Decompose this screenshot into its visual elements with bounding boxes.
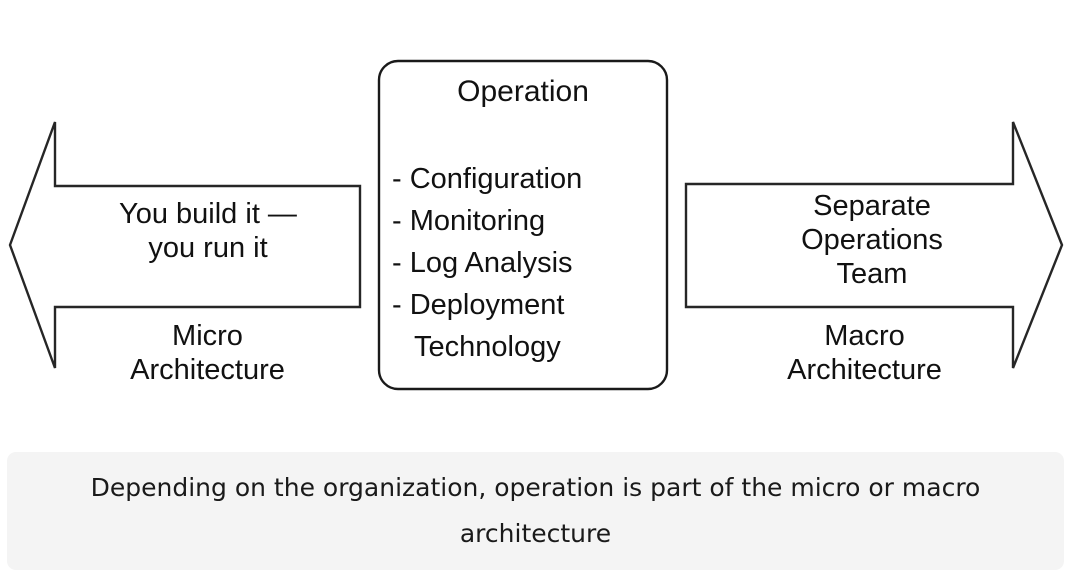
center-box-title: Operation	[457, 75, 589, 108]
caption-text: Depending on the organization, operation…	[90, 473, 981, 548]
list-item: - Monitoring	[392, 205, 546, 237]
left-arrow-caption-label: Micro Architecture	[130, 320, 285, 386]
list-item: - Configuration	[392, 163, 583, 195]
diagram-shapes	[8, 59, 1064, 391]
list-item-continuation: Technology	[414, 331, 561, 363]
list-item: - Deployment	[392, 289, 565, 321]
caption-panel: Depending on the organization, operation…	[7, 452, 1064, 570]
right-arrow-inner-label: Separate Operations Team	[801, 190, 943, 290]
right-arrow-shape	[684, 121, 1064, 369]
left-arrow-shape	[8, 121, 362, 369]
right-arrow-caption-label: Macro Architecture	[787, 320, 942, 386]
center-box-shape	[377, 59, 669, 391]
center-box-item-list: - Configuration - Monitoring - Log Analy…	[392, 158, 662, 368]
list-item: - Log Analysis	[392, 247, 573, 279]
left-arrow-inner-label: You build it — you run it	[119, 198, 297, 264]
diagram-stage: You build it — you run it Micro Architec…	[8, 59, 1064, 391]
